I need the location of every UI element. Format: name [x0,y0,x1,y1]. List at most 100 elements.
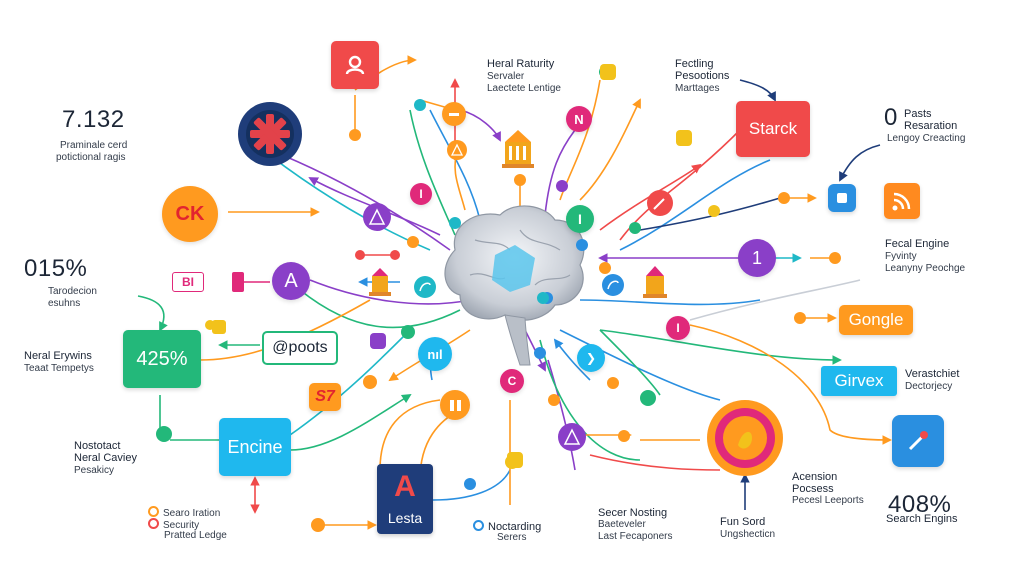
connector [379,399,441,471]
pause-icon-bar [456,399,461,411]
connector [432,469,511,501]
engine-node[interactable]: Encine [219,418,291,476]
ck-node[interactable]: CK [162,186,218,242]
triangle-node [363,203,391,231]
fectling-line3: Marttages [675,83,720,94]
pct-425-node[interactable]: 425% [123,330,201,388]
apoots-node[interactable]: @poots [262,331,338,365]
fecal-engine-line2: Fyvinty [885,251,917,262]
temple-icon [369,268,391,296]
connector [579,299,761,306]
user-icon [345,55,365,75]
dot-node [556,180,568,192]
rss-tile[interactable] [884,183,920,219]
connection-lines [137,55,892,530]
stat-bottom-right-value: 408% [888,491,952,518]
rss-icon [892,192,911,211]
connector [289,329,411,436]
fun-sord-line2: Ungshecticn [720,529,776,540]
connector [619,159,771,251]
s7-node[interactable]: S7 [309,383,341,411]
secor-nosting-line3: Last Fecaponers [598,531,673,542]
neral-erywins-title: Neral Erywins [24,350,92,362]
blue-ring-icon [473,520,484,531]
user-icon-tile[interactable] [331,41,379,89]
search-block-line3: Pratted Ledge [164,530,227,541]
pasts-number: 0 [884,104,898,131]
verastchiet-title: Verastchiet [905,368,960,380]
one-circle-node[interactable]: 1 [738,239,776,277]
dot-node [794,312,806,324]
dot-nodes [156,66,841,532]
dot-node [355,250,365,260]
dot-node [618,430,630,442]
neral-erywins-sub: Teaat Tempetys [24,363,94,374]
red-ring-icon [148,518,159,529]
bi-tag[interactable]: BI [172,272,204,292]
stat-mid-left-line1: Tarodecion [48,286,97,297]
google-node[interactable]: Gongle [839,305,913,335]
i-green-node[interactable]: I [566,205,594,233]
connector [299,289,461,329]
connector [739,79,776,102]
connector [689,324,892,445]
dot-node [640,390,656,406]
dot-node [599,262,611,274]
connector [429,109,481,221]
nil-node[interactable]: nıl [418,337,452,371]
chevron-icon: ❯ [585,351,597,365]
badge-icon [212,64,692,468]
dot-node [534,347,546,359]
connector [579,98,641,201]
connector [137,295,168,332]
gear-emblem [238,102,302,166]
starck-node[interactable]: Starck [736,101,810,157]
fecal-engine-title: Fecal Engine [885,238,950,250]
minus-node[interactable] [442,102,466,126]
a-circle-node[interactable]: A [272,262,310,300]
connector [547,359,576,471]
dot-node [778,192,790,204]
pasts-title: Pasts [904,108,932,120]
search-block-label2: Security [163,520,200,531]
connector [559,329,721,401]
acension-title: Acension [792,471,838,483]
connector [553,338,591,381]
noctarding-label: Noctarding [488,521,542,533]
connector [544,129,576,216]
c-circle-node[interactable]: C [500,369,524,393]
leaf-node [414,276,436,298]
dot-node [629,222,641,234]
chevron-node[interactable]: ❯ [577,344,605,372]
pen-icon [908,431,928,451]
temple-icon [643,266,667,298]
app-icon [837,193,847,203]
fun-sord-title: Fun Sord [720,516,766,528]
secor-nosting-line2: Baeteveler [598,519,646,530]
girvex-node[interactable]: Girvex [821,366,897,396]
minus-icon [449,112,459,116]
dot-node [576,239,588,251]
connector [409,109,456,236]
i-red-node[interactable]: I [410,183,432,205]
stat-mid-left-line2: esuhns [48,298,81,309]
blue-app-tile[interactable] [828,184,856,212]
connector [689,279,861,321]
search-pen-tile[interactable] [892,415,944,467]
n-circle-node[interactable]: N [566,106,592,132]
heral-raturity-line3: Laectete Lentige [487,83,561,94]
i-red2-node[interactable]: I [666,316,690,340]
connector [589,454,721,471]
lesta-node[interactable]: A Lesta [377,464,433,534]
dot-node [449,217,461,229]
brain-illustration [444,205,585,366]
stat-top-left-line1: Praminale cerd [60,140,128,151]
dot-node [829,252,841,264]
dot-node [363,375,377,389]
stat-top-left-value: 7.132 [62,106,125,133]
pause-node[interactable] [440,390,470,420]
pasts-line2: Resaration [904,120,958,132]
target-icon [707,400,783,476]
dot-node [390,250,400,260]
connector [599,329,842,365]
